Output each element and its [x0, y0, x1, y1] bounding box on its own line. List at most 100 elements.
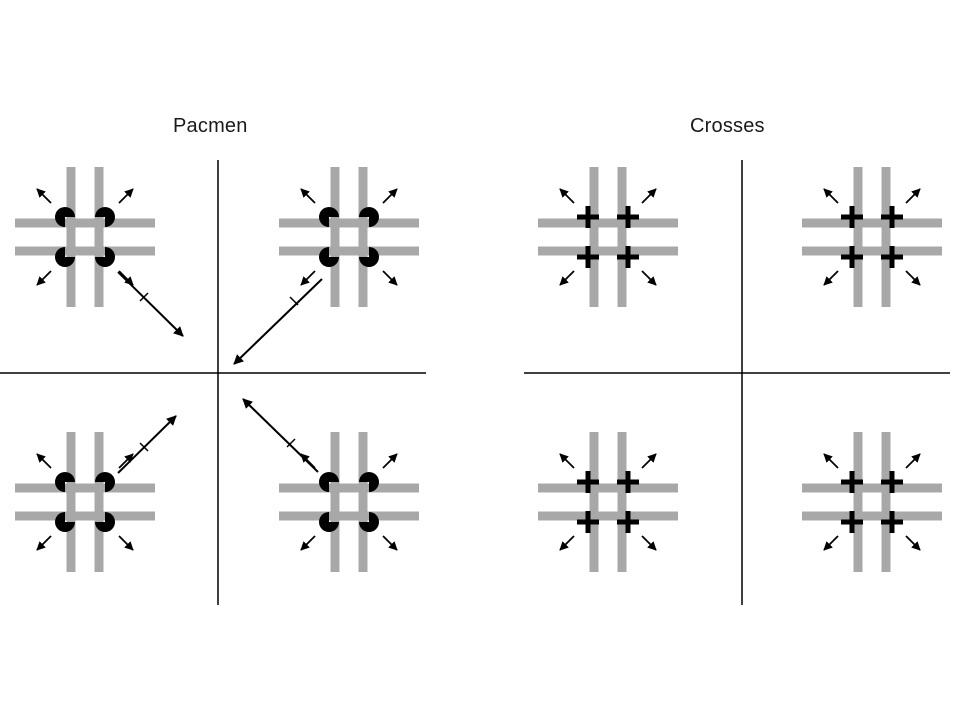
local-motion-arrow: [118, 270, 134, 286]
horizontal-grating-bar: [15, 483, 155, 493]
local-motion-arrow: [905, 270, 921, 286]
cross-inducer-bar: [625, 246, 631, 268]
horizontal-grating-bar: [802, 483, 942, 493]
local-motion-arrow: [559, 188, 575, 204]
local-motion-arrow: [905, 453, 921, 469]
local-motion-arrow: [36, 453, 52, 469]
local-motion-arrow: [823, 535, 839, 551]
long-arrow-tick: [286, 438, 296, 448]
local-motion-arrow: [36, 270, 52, 286]
horizontal-grating-bar: [279, 483, 419, 493]
pacman-inducer: [95, 247, 115, 267]
cross-stimulus-bottom-right: [802, 432, 942, 572]
local-motion-arrow: [382, 188, 398, 204]
pacman-inducer: [359, 247, 379, 267]
horizontal-grating-bar: [279, 246, 419, 256]
cross-stimulus-top-right: [802, 167, 942, 307]
cross-inducer-bar: [849, 206, 855, 228]
vertical-grating-bar: [330, 432, 340, 572]
pacman-inducer: [319, 512, 339, 532]
horizontal-grating-bar: [15, 246, 155, 256]
vertical-grating-bar: [94, 167, 104, 307]
cross-inducer-bar: [889, 246, 895, 268]
pacman-inducer: [55, 472, 75, 492]
pacman-stimulus-top-left: [15, 167, 155, 307]
vertical-grating-bar: [617, 432, 627, 572]
cross-inducer-bar: [585, 246, 591, 268]
local-motion-arrow: [300, 270, 316, 286]
horizontal-grating-bar: [802, 511, 942, 521]
long-arrow-down-left: [233, 278, 323, 365]
pacman-stimulus-top-right: [279, 167, 419, 307]
cross-inducer-bar: [625, 511, 631, 533]
pacman-stimulus-bottom-left: [15, 432, 155, 572]
long-arrow-tick: [289, 296, 299, 306]
local-motion-arrow: [300, 188, 316, 204]
vertical-grating-bar: [66, 432, 76, 572]
vertical-grating-bar: [330, 167, 340, 307]
local-motion-arrow: [559, 535, 575, 551]
local-motion-arrow: [641, 188, 657, 204]
vertical-grating-bar: [617, 167, 627, 307]
local-motion-arrow: [382, 535, 398, 551]
pacman-inducer: [55, 512, 75, 532]
pacman-inducer: [359, 512, 379, 532]
cross-inducer-bar: [889, 511, 895, 533]
cross-inducer-bar: [889, 471, 895, 493]
horizontal-grating-bar: [538, 511, 678, 521]
horizontal-grating-bar: [538, 246, 678, 256]
cross-stimulus-top-left: [538, 167, 678, 307]
local-motion-arrow: [382, 453, 398, 469]
cross-inducer-bar: [889, 206, 895, 228]
long-arrow-tick: [139, 442, 149, 452]
cross-inducer-bar: [585, 206, 591, 228]
long-arrow-down-right: [117, 271, 184, 337]
cross-inducer-bar: [585, 471, 591, 493]
vertical-grating-bar: [589, 432, 599, 572]
cross-inducer-bar: [625, 206, 631, 228]
local-motion-arrow: [36, 535, 52, 551]
pacman-inducer: [95, 207, 115, 227]
local-motion-arrow: [559, 453, 575, 469]
pacman-inducer: [359, 207, 379, 227]
horizontal-grating-bar: [15, 511, 155, 521]
vertical-grating-bar: [66, 167, 76, 307]
pacman-inducer: [359, 472, 379, 492]
long-motion-arrows: [117, 271, 323, 474]
pacman-inducer: [319, 207, 339, 227]
local-motion-arrow: [559, 270, 575, 286]
local-motion-arrow: [118, 188, 134, 204]
cross-inducer-bar: [585, 511, 591, 533]
local-motion-arrow: [118, 453, 134, 469]
cross-inducer-bar: [849, 246, 855, 268]
local-motion-arrow: [300, 535, 316, 551]
vertical-grating-bar: [881, 432, 891, 572]
pacman-inducer: [95, 472, 115, 492]
vertical-grating-bar: [853, 167, 863, 307]
horizontal-grating-bar: [279, 511, 419, 521]
long-arrow-tick: [139, 292, 149, 302]
local-motion-arrow: [641, 535, 657, 551]
pacman-inducer: [95, 512, 115, 532]
horizontal-grating-bar: [802, 218, 942, 228]
local-motion-arrow: [382, 270, 398, 286]
local-motion-arrow: [823, 453, 839, 469]
local-motion-arrow: [823, 270, 839, 286]
local-motion-arrow: [641, 453, 657, 469]
local-motion-arrow: [641, 270, 657, 286]
local-motion-arrow: [905, 535, 921, 551]
pacmen-panel-title: Pacmen: [173, 115, 248, 137]
cross-inducer-bar: [625, 471, 631, 493]
crosses-panel-title: Crosses: [690, 115, 765, 137]
local-motion-arrow: [36, 188, 52, 204]
cross-stimulus-bottom-left: [538, 432, 678, 572]
local-motion-arrow: [905, 188, 921, 204]
horizontal-grating-bar: [279, 218, 419, 228]
local-motion-arrow: [118, 535, 134, 551]
vertical-grating-bar: [881, 167, 891, 307]
pacman-inducer: [319, 247, 339, 267]
pacman-inducer: [55, 207, 75, 227]
horizontal-grating-bar: [15, 218, 155, 228]
pacman-inducer: [319, 472, 339, 492]
